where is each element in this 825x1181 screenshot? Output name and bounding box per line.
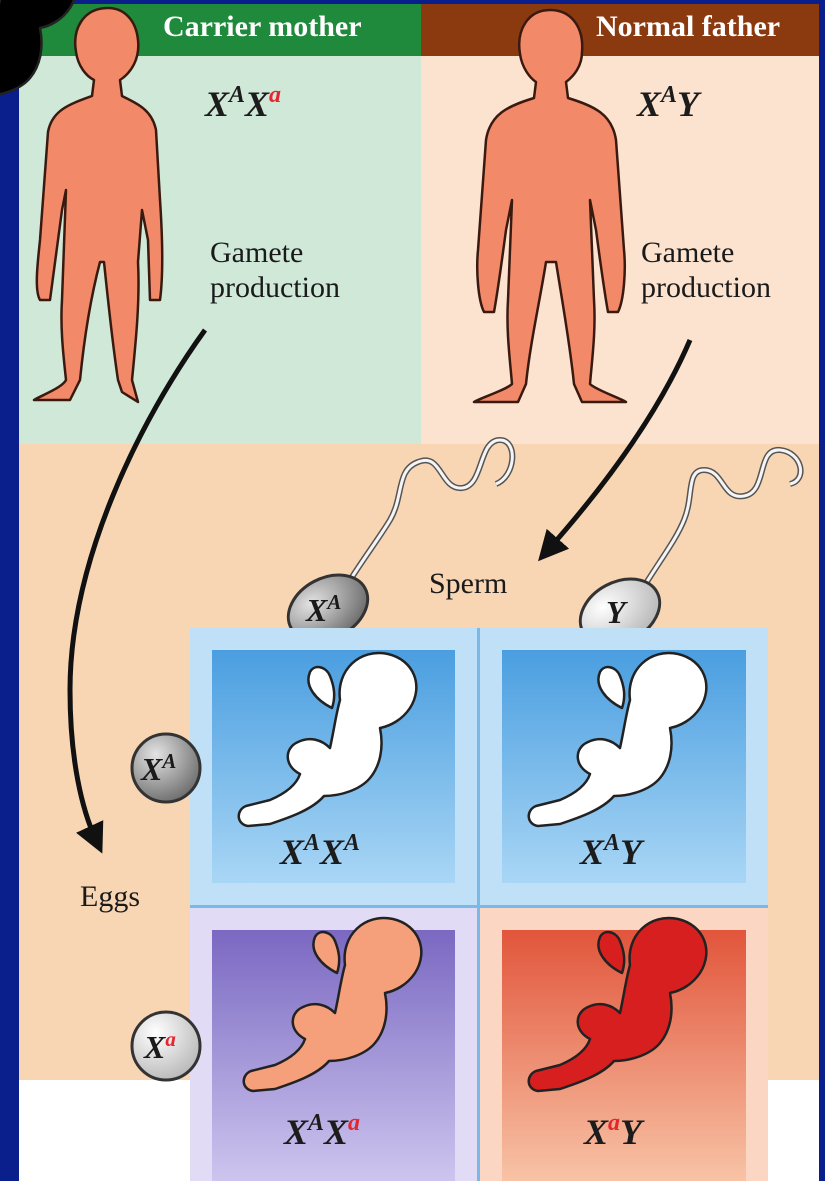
eggs-label: Eggs	[80, 880, 140, 915]
offspring-xaY: XaY	[584, 1110, 642, 1153]
sperm-y-label: Y	[606, 594, 626, 631]
offspring-xAY: XAY	[580, 830, 642, 873]
egg-xA-label: XA	[141, 749, 176, 788]
egg-xa-label: Xa	[144, 1027, 176, 1066]
gamete-label-right: Gamete production	[641, 236, 771, 305]
mother-genotype: XAXa	[205, 82, 281, 125]
offspring-xAxa: XAXa	[284, 1110, 360, 1153]
father-header: Normal father	[596, 10, 780, 44]
sperm-xA-label: XA	[306, 590, 341, 629]
offspring-xAxA: XAXA	[280, 830, 360, 873]
mother-header: Carrier mother	[163, 10, 362, 44]
sperm-label: Sperm	[429, 567, 507, 602]
gamete-label-left: Gamete production	[210, 236, 340, 305]
father-genotype: XAY	[637, 82, 699, 125]
